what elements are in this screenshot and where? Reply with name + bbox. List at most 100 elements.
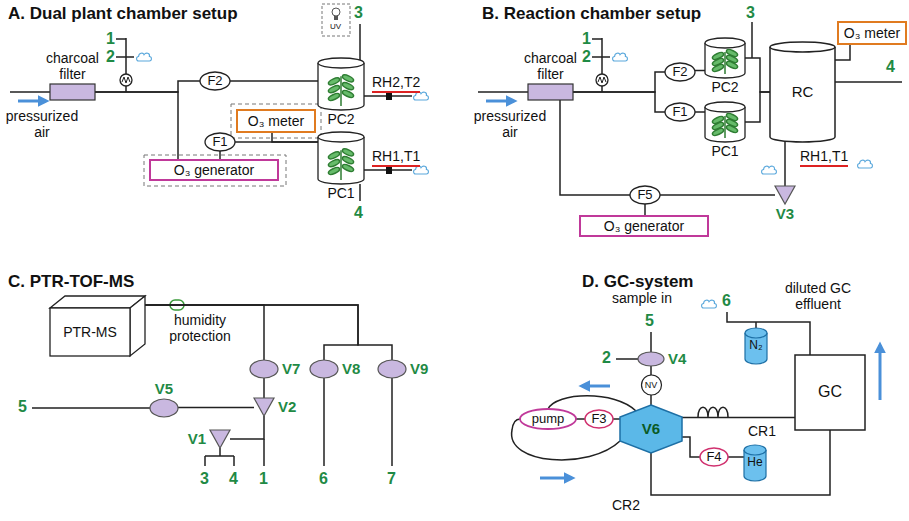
callout-number: 6: [319, 470, 328, 488]
decor-path: [698, 407, 728, 417]
leaf: [342, 74, 355, 84]
connector-line: [745, 58, 770, 92]
node-text: N₂: [749, 339, 762, 353]
shape-part: [641, 375, 661, 395]
callout-number: 5: [645, 312, 654, 330]
connector-line: [576, 418, 585, 420]
text-holder: V6: [620, 405, 682, 453]
node-text: F1: [672, 105, 687, 120]
connector-line: [644, 204, 646, 216]
shape-part: [130, 296, 145, 356]
callout-number: 1: [259, 470, 268, 488]
flow-controller: F2: [665, 63, 695, 81]
connector-line: [695, 111, 705, 113]
leaf: [342, 81, 355, 91]
node-text: V8: [342, 360, 360, 377]
text-holder: F5: [630, 186, 660, 204]
decor-rect: [144, 155, 286, 186]
leaf: [328, 166, 341, 176]
flow-controller: F3: [585, 410, 613, 428]
node-text: V9: [410, 360, 428, 377]
text-holder: N₂: [745, 328, 767, 364]
shape-part: [520, 409, 576, 429]
ozone-generator: O₃ generator: [580, 216, 708, 236]
shape-part: [585, 410, 613, 428]
decor-circle: [596, 74, 608, 86]
flow-controller: F1: [665, 103, 695, 121]
callout-number: 2: [582, 48, 591, 66]
panel-title: A. Dual plant chamber setup: [8, 4, 238, 24]
text-holder: F1: [665, 103, 695, 121]
ozone-meter: O₃ meter: [838, 22, 906, 44]
plant-chamber: PC2: [705, 38, 745, 78]
leaf: [726, 124, 739, 134]
decor-path: [548, 396, 636, 411]
leaf: [712, 63, 725, 73]
plant-chamber-outline: [705, 38, 745, 78]
callout-number: 7: [387, 470, 396, 488]
shape-part: [150, 160, 278, 180]
node-text: PC2: [711, 79, 738, 95]
text-label: sample in: [612, 290, 672, 306]
plant-icon: [328, 74, 355, 106]
connector-line: [682, 417, 795, 419]
node-text: PTR-MS: [63, 324, 117, 340]
valve-symbol: V3: [775, 186, 795, 204]
node-text: F4: [706, 450, 721, 465]
leaf: [342, 163, 355, 173]
connector-line: [230, 80, 318, 82]
text-label: diluted GC effluent: [768, 280, 868, 312]
connector-line: [573, 92, 665, 112]
leaf: [328, 84, 341, 94]
node-text: V7: [282, 360, 300, 377]
shape-part: [700, 448, 728, 466]
sensor-label: RH1,T1: [800, 148, 848, 167]
decor-rect: [231, 104, 321, 138]
valve-symbol-outline: [378, 360, 406, 378]
node-text: O₃ meter: [248, 113, 304, 129]
decor-path: [540, 477, 572, 480]
node-text: RC: [792, 83, 814, 100]
node-text: charcoal filter: [41, 50, 105, 82]
shape-part: [340, 76, 342, 106]
decor-g: [18, 101, 880, 478]
node-text: V6: [642, 420, 660, 437]
connector-line: [230, 416, 264, 439]
valve-symbol-outline: [310, 360, 338, 378]
decor-use: [137, 53, 152, 61]
connector-line: [95, 92, 178, 160]
valve-symbol-outline: [250, 360, 278, 378]
text-label: pressurized air: [2, 108, 82, 140]
filter-box: charcoal filter: [528, 84, 573, 100]
shape-part: [770, 47, 835, 142]
shape-part: [795, 355, 865, 430]
decor-path: [486, 100, 514, 103]
text-label: pressurized air: [470, 108, 550, 140]
shape-part: [318, 137, 364, 184]
plant-icon: [712, 48, 739, 74]
flow-controller: F4: [700, 448, 728, 466]
text-holder: pump: [520, 409, 576, 429]
plant-chamber: PC1: [318, 132, 364, 184]
connector-line: [219, 151, 221, 160]
panel-title: B. Reaction chamber setup: [482, 4, 701, 24]
connector-line: [650, 366, 652, 375]
text-holder: He: [744, 445, 766, 481]
decor-rect: [386, 92, 392, 100]
leaf: [712, 127, 725, 137]
decor-circle: [120, 74, 132, 86]
callout-number: 3: [200, 470, 209, 488]
shape-part: [665, 63, 695, 81]
node-text: F2: [207, 74, 222, 89]
connector-line: [145, 305, 358, 360]
shape-part: [724, 116, 726, 138]
leaf: [342, 89, 355, 99]
valve-symbol: V8: [310, 360, 338, 378]
shape-part: [254, 398, 274, 416]
node-text: PC1: [327, 185, 354, 201]
valve-symbol: V4: [638, 352, 664, 366]
panel-title: C. PTR-TOF-MS: [8, 272, 134, 292]
connector-line: [272, 132, 318, 142]
node-text: F5: [637, 188, 652, 203]
text-holder: NV: [641, 375, 662, 395]
